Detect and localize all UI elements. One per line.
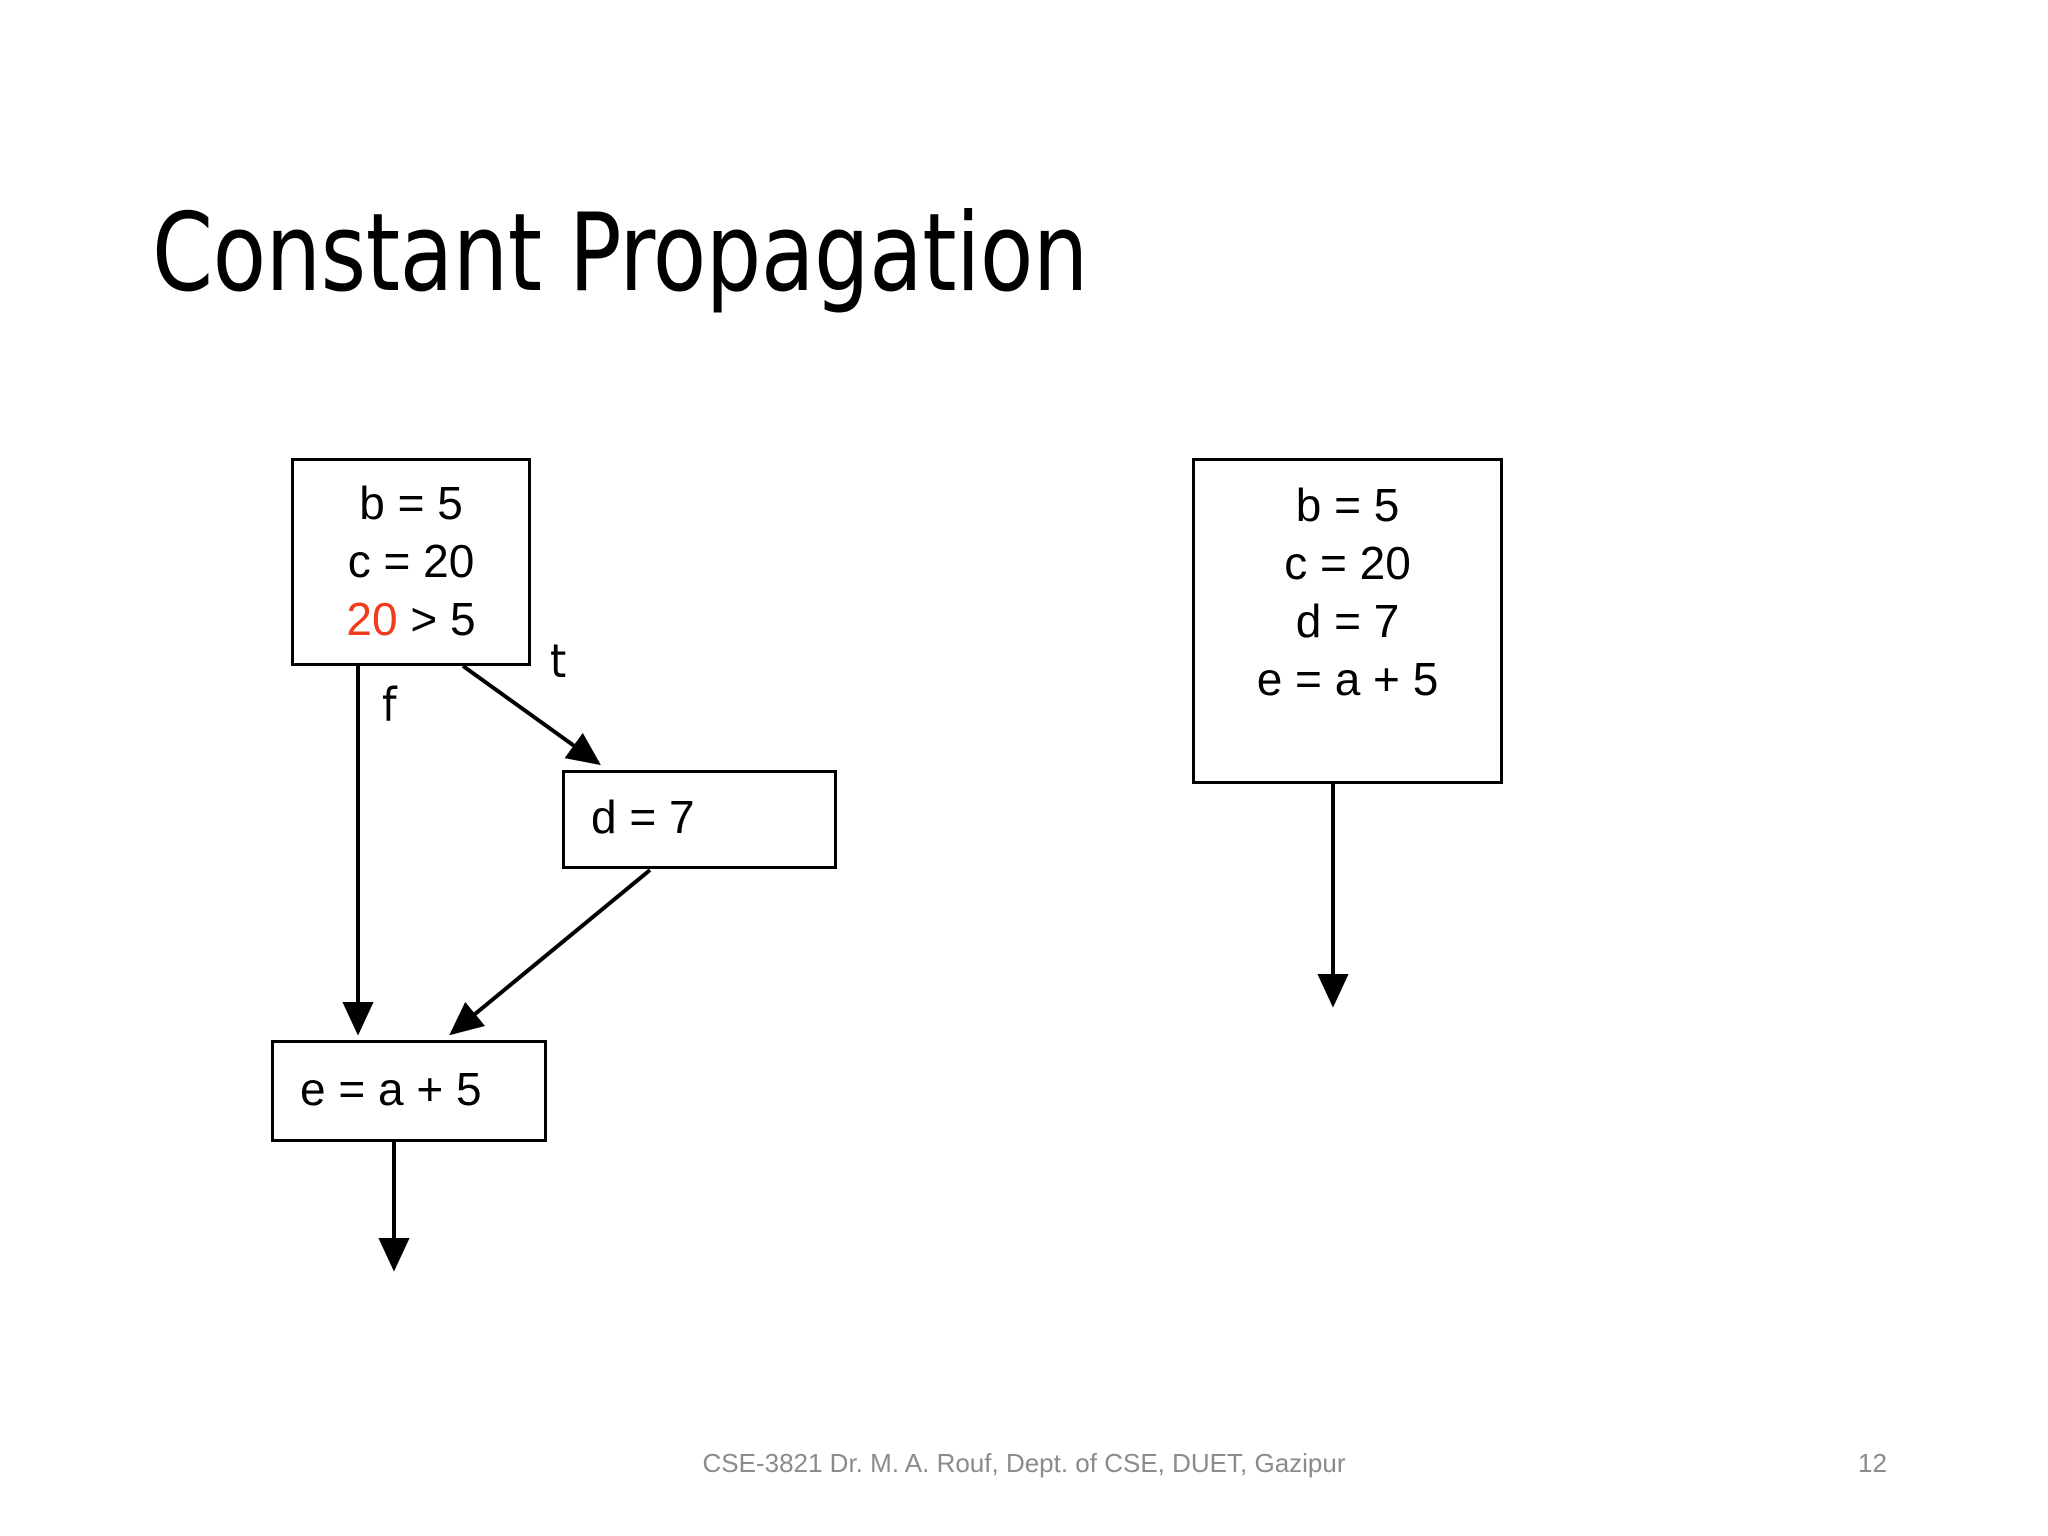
code-line: b = 5 bbox=[1295, 479, 1400, 531]
comparison-rest: > 5 bbox=[397, 592, 476, 645]
propagated-constant: 20 bbox=[346, 592, 398, 645]
code-line: d = 7 bbox=[591, 791, 695, 843]
code-line: e = a + 5 bbox=[300, 1063, 482, 1115]
cfg-block-then: d = 7 bbox=[562, 770, 837, 869]
cfg-block-entry: b = 5 c = 20 20 > 5 bbox=[291, 458, 531, 666]
edge-label-true: t bbox=[550, 634, 567, 688]
cfg-block-optimized: b = 5 c = 20 d = 7 e = a + 5 bbox=[1192, 458, 1503, 784]
edge-then-to-merge bbox=[449, 868, 652, 1036]
code-line-comparison: 20 > 5 bbox=[346, 591, 475, 649]
cfg-block-merge: e = a + 5 bbox=[271, 1040, 547, 1142]
code-line: c = 20 bbox=[1284, 536, 1411, 589]
edge-label-false: f bbox=[382, 678, 397, 732]
slide-footer: CSE-3821 Dr. M. A. Rouf, Dept. of CSE, D… bbox=[702, 1448, 1346, 1478]
slide-page-number: 12 bbox=[1858, 1448, 1887, 1478]
edge-true-entry-to-then bbox=[461, 664, 601, 766]
code-line: c = 20 bbox=[347, 534, 475, 587]
code-line: b = 5 bbox=[359, 477, 463, 529]
code-line: d = 7 bbox=[1295, 594, 1400, 647]
page-title: Constant Propagation bbox=[152, 191, 1088, 316]
code-line: e = a + 5 bbox=[1256, 652, 1439, 705]
